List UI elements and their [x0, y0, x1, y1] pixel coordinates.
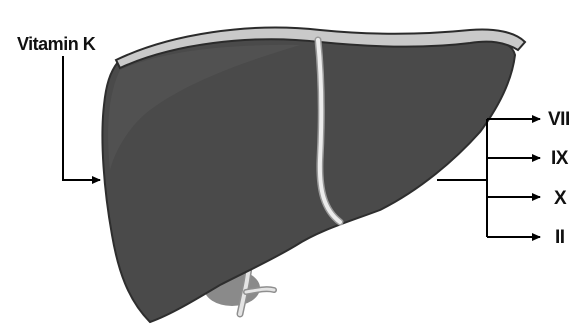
vitamin-k-arrow [63, 56, 100, 180]
factor-ii-label: II [555, 228, 565, 247]
factor-vii-label: VII [548, 110, 570, 129]
factor-ix-label: IX [551, 149, 568, 168]
factor-x-label: X [554, 189, 566, 208]
vitamin-k-label: Vitamin K [17, 35, 95, 53]
